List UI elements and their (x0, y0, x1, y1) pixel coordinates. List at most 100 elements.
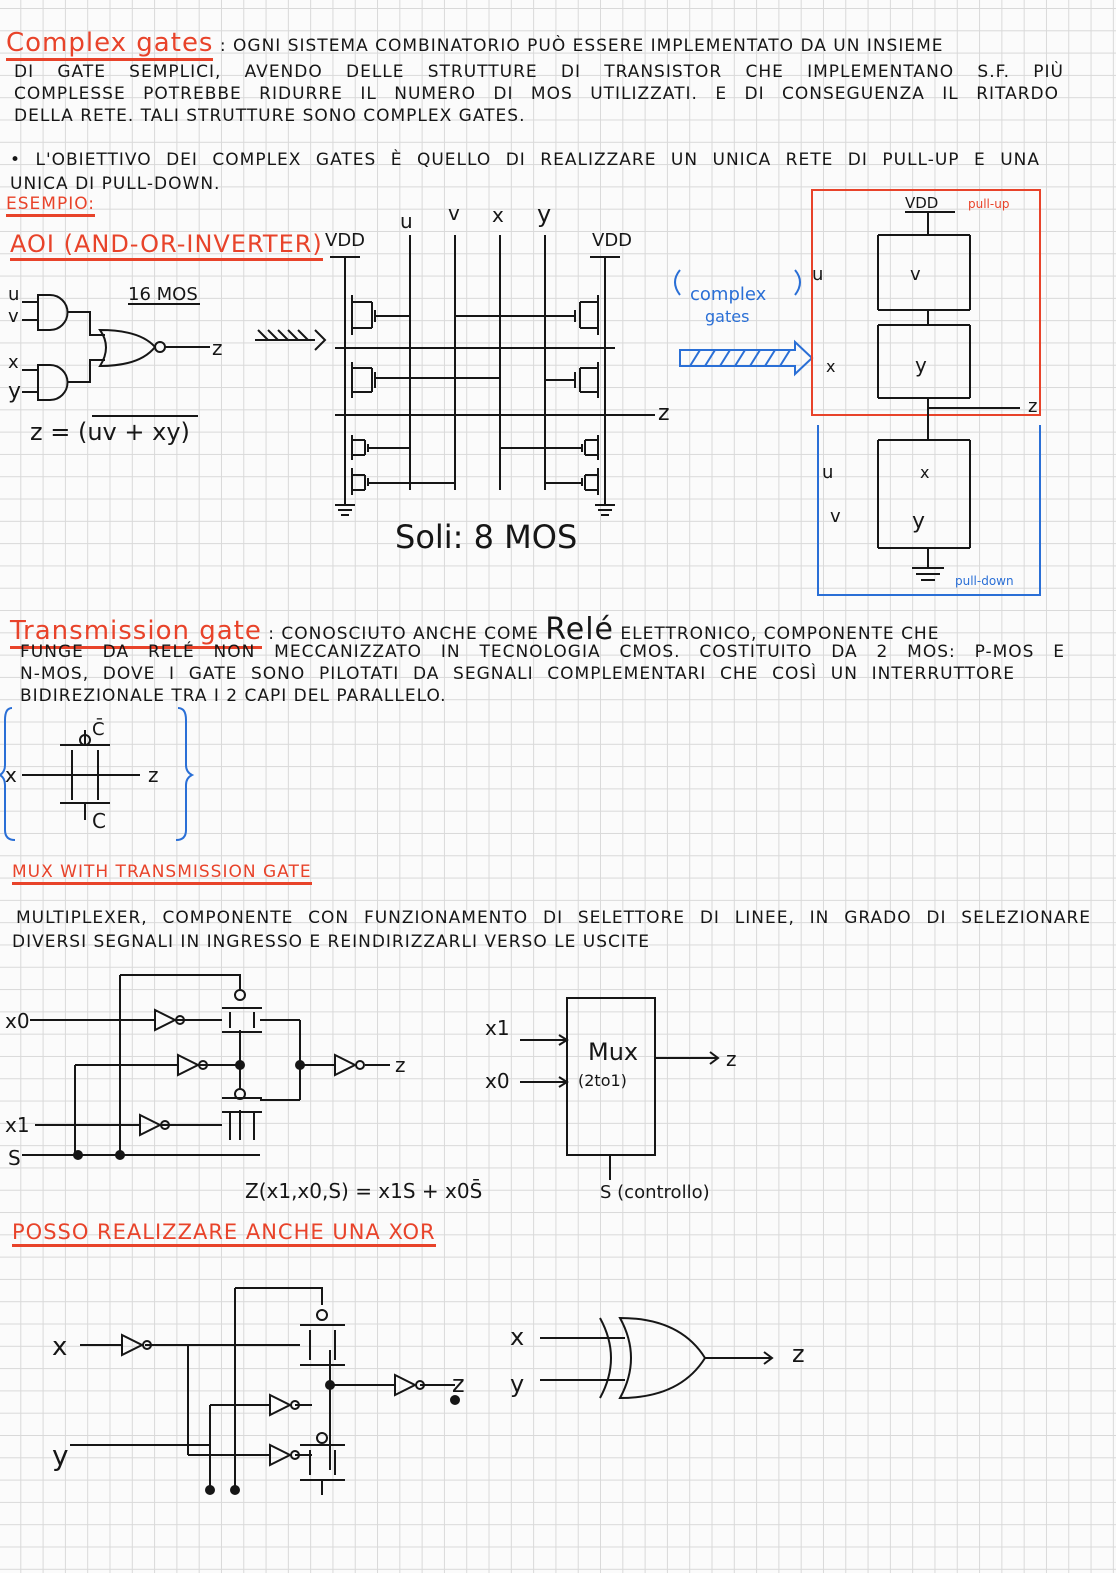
output-label: z (1028, 396, 1037, 417)
vdd-label: VDD (592, 230, 632, 251)
gate-label: y (915, 353, 927, 377)
text-line: della rete. Tali strutture sono complex … (14, 106, 526, 126)
gate-label: u (812, 264, 823, 285)
input-label: x0 (485, 1069, 510, 1093)
output-label: z (395, 1053, 406, 1077)
text-line: • L'obiettivo dei complex gates è quello… (10, 150, 1040, 170)
transmission-gate-diagram: x z C̄ C (0, 707, 195, 841)
vdd-label: VDD (325, 230, 365, 251)
text-line: : Conosciuto anche come (268, 624, 539, 644)
input-label: x (8, 352, 19, 373)
complex-label: gates (705, 307, 749, 326)
mux-block-diagram: Mux (2to1) x1 x0 z S (controllo) (485, 997, 737, 1203)
input-label: y (8, 379, 21, 404)
nmos-series (500, 430, 606, 505)
text-line: di gate semplici, avendo delle strutture… (14, 62, 1064, 82)
inverter-bubble (154, 341, 166, 353)
hatched-arrow (255, 329, 327, 351)
complex-gates-title: Complex gates (6, 28, 214, 61)
pull-up-label: pull-up (968, 197, 1009, 211)
mos-count: 16 MOS (128, 284, 198, 305)
gate-label: y (912, 509, 925, 534)
text-line: diversi segnali in ingresso e reindirizz… (12, 932, 650, 952)
and-gate-1 (22, 294, 69, 331)
aoi-title: AOI (AND-OR-INVERTER) (10, 230, 323, 261)
mux-formula: Z(x1,x0,S) = x1S + x0S̄ (245, 1178, 482, 1203)
mux-title: Mux with transmission gate (12, 862, 312, 885)
input-label: y (537, 200, 551, 228)
gate-label: x (920, 463, 929, 482)
xor-title: Posso realizzare anche una XOR (12, 1220, 436, 1247)
input-label: x0 (5, 1009, 30, 1033)
text-line: funge da relé non meccanizzato in tecnol… (20, 642, 1065, 662)
gate-label: v (910, 264, 921, 285)
mux-block-sub: (2to1) (578, 1071, 627, 1090)
input-label: y (52, 1439, 69, 1472)
inverters (139, 1008, 358, 1137)
input-label: x1 (5, 1113, 30, 1137)
output-label: z (792, 1340, 805, 1368)
vdd-label: VDD (905, 194, 938, 212)
transmission-gate-title: Transmission gate (10, 616, 262, 649)
control-label: S (controllo) (600, 1182, 710, 1203)
transmission-gates (300, 1324, 345, 1495)
xor-circuit: x y z (52, 1287, 465, 1495)
output-label: z (148, 763, 159, 787)
gate-label: u (822, 462, 833, 483)
output-label: z (212, 336, 223, 360)
input-label: x (5, 763, 17, 787)
input-label: v (8, 306, 19, 327)
input-label: u (8, 284, 19, 305)
aoi-cmos-schematic: u v x y VDD VDD z Soli: 8 MOS (325, 200, 670, 556)
aoi-gate-diagram: u v x y z 16 MOS z = (uv + xy) (8, 284, 327, 446)
transmission-gate-paragraph: Transmission gate : Conosciuto anche com… (10, 612, 940, 649)
xor-gate-symbol: x y z (510, 1316, 805, 1400)
mux-block-label: Mux (588, 1038, 638, 1066)
example-label: Esempio: (6, 194, 96, 217)
input-label: u (400, 209, 413, 233)
text-line: complesse potrebbe ridurre il numero di … (14, 84, 1059, 104)
gate-label: x (826, 357, 835, 376)
mux-circuit: x0 x1 S z Z(x1,x0,S) = x1S + x0S̄ (5, 974, 482, 1203)
output-label: z (658, 401, 670, 426)
output-label: z (726, 1047, 737, 1071)
text-line: Multiplexer, componente con funzionament… (16, 908, 1091, 928)
pmos (455, 295, 606, 335)
pmos (344, 295, 410, 335)
complex-gates-arrow: complex gates (674, 269, 814, 377)
text-line: elettronico, componente che (620, 624, 940, 644)
control-label: C (92, 809, 106, 833)
pmos (545, 360, 606, 400)
complex-label: complex (690, 284, 767, 305)
transmission-gates (222, 1007, 262, 1140)
pull-down-box (817, 425, 1041, 596)
input-label: x1 (485, 1016, 510, 1040)
output-label: z (452, 1370, 465, 1398)
input-label: S (8, 1146, 21, 1170)
output-bus (335, 400, 655, 430)
complex-gates-paragraph: Complex gates : Ogni sistema combinatori… (6, 28, 944, 61)
input-label: x (52, 1332, 67, 1362)
nmos-series (344, 430, 455, 505)
wires (67, 311, 105, 383)
input-label: y (510, 1370, 524, 1398)
and-gate-2 (22, 364, 69, 401)
pull-up-box (811, 189, 1041, 416)
bus (335, 335, 615, 360)
control-bar-label: C̄ (92, 718, 105, 740)
input-label: x (510, 1323, 524, 1351)
pull-down-label: pull-down (955, 574, 1014, 588)
or-gate (98, 328, 157, 368)
gate-label: v (830, 506, 841, 527)
text-line: : Ogni sistema combinatorio può essere i… (219, 36, 944, 56)
inverters (121, 1333, 418, 1467)
complex-gate-network: pull-up pull-down VDD z u v x y u v x y (811, 189, 1041, 596)
text-line: unica di Pull-down. (10, 174, 221, 194)
input-label: x (492, 203, 504, 227)
text-rele: Relé (545, 612, 614, 647)
input-label: v (448, 201, 460, 225)
input-lines (409, 235, 546, 490)
ground-icon (335, 504, 615, 516)
aoi-formula: z = (uv + xy) (30, 418, 190, 446)
